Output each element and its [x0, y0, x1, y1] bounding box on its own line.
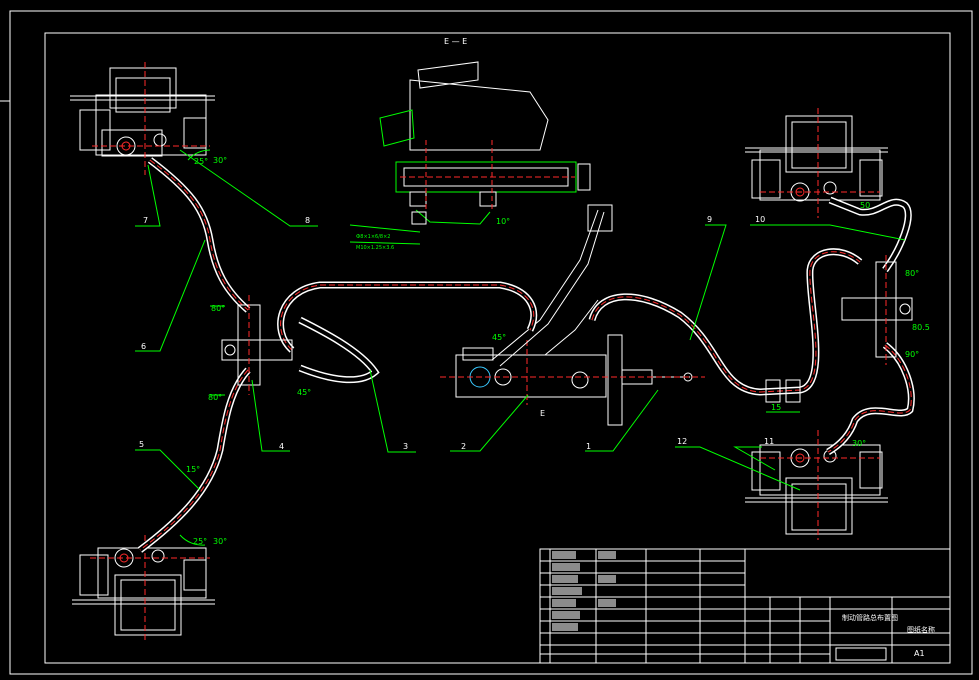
note-thread-spec: M10×1.25×3.6	[356, 245, 394, 251]
title-block-drawing-name: 图纸名称	[907, 625, 935, 634]
hose-clamp-15	[765, 379, 801, 403]
master-cylinder-assembly	[440, 204, 705, 426]
dim-50-upper-right: 50	[860, 201, 870, 210]
part-label-11: 11	[764, 437, 774, 446]
angle-25-lower-left: 25°	[193, 537, 207, 546]
dim-15-clamp: 15	[771, 403, 781, 412]
angle-30-lower-left: 30°	[213, 537, 227, 546]
master-cylinder-section	[349, 61, 591, 245]
outer-frame	[9, 10, 973, 675]
caliper-top-right	[745, 108, 888, 218]
angle-30-lower-right: 30°	[852, 439, 866, 448]
caliper-top-left	[70, 62, 215, 175]
part-label-5: 5	[139, 440, 144, 449]
angle-15-lower-left: 15°	[186, 465, 200, 474]
caliper-bottom-left	[72, 535, 215, 640]
angle-30-top-left: 30°	[213, 156, 227, 165]
inner-frame	[44, 32, 951, 664]
title-block-drawing-title: 制动管路总布置图	[842, 613, 898, 622]
angle-80-upper-left: 80°	[211, 304, 225, 313]
angle-80-lower-left: 80°	[208, 393, 222, 402]
part-label-1: 1	[586, 442, 591, 451]
angle-45-cylinder: 45°	[492, 333, 506, 342]
leader-lines	[135, 149, 906, 546]
angle-90-right: 90°	[905, 350, 919, 359]
angle-25-top-left: 25°	[194, 157, 208, 166]
brake-lines	[137, 157, 915, 553]
cut-mark-e: E	[540, 409, 545, 418]
angle-10-master: 10°	[496, 217, 510, 226]
title-block	[539, 548, 951, 664]
title-block-size: A1	[914, 649, 925, 658]
part-label-6: 6	[141, 342, 146, 351]
tee-junction-left	[221, 295, 293, 395]
part-label-12: 12	[677, 437, 687, 446]
part-label-4: 4	[279, 442, 284, 451]
caliper-bottom-right	[745, 430, 888, 540]
part-label-8: 8	[305, 216, 310, 225]
part-label-10: 10	[755, 215, 765, 224]
tee-junction-right	[841, 255, 913, 365]
angle-80-right: 80°	[905, 269, 919, 278]
part-label-7: 7	[143, 216, 148, 225]
part-label-3: 3	[403, 442, 408, 451]
part-label-9: 9	[707, 215, 712, 224]
part-label-2: 2	[461, 442, 466, 451]
dim-80-5-right: 80.5	[912, 323, 930, 332]
section-mark-e-e: E — E	[444, 37, 467, 46]
note-pipe-spec: Ф8×1×6/8×2	[356, 234, 390, 240]
angle-45-pipe: 45°	[297, 388, 311, 397]
